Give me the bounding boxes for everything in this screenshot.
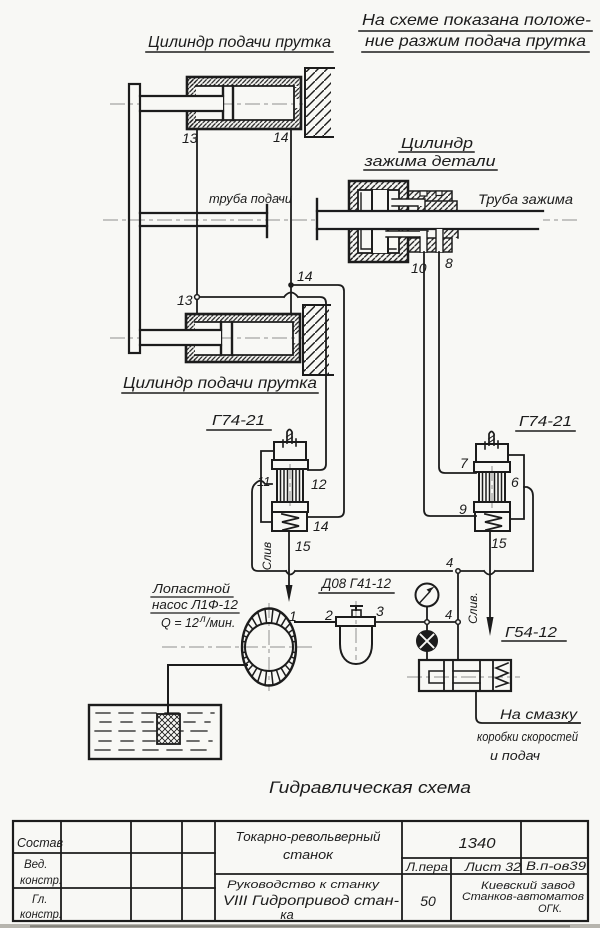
svg-text:8: 8: [445, 255, 453, 271]
svg-text:3: 3: [376, 603, 384, 619]
svg-text:Цилиндр подачи прутка: Цилиндр подачи прутка: [123, 375, 317, 392]
svg-text:Труба зажима: Труба зажима: [478, 191, 573, 207]
svg-text:50: 50: [420, 893, 436, 909]
svg-text:4: 4: [446, 555, 453, 570]
svg-text:Киевский завод: Киевский завод: [481, 880, 575, 892]
svg-text:Л.пера: Л.пера: [405, 862, 448, 874]
svg-text:Д08 Г41-12: Д08 Г41-12: [320, 576, 391, 591]
svg-text:14: 14: [273, 129, 289, 145]
svg-text:станок: станок: [283, 847, 334, 862]
svg-text:2: 2: [324, 607, 333, 623]
svg-text:Цилиндр: Цилиндр: [401, 135, 473, 152]
svg-text:VIII Гидропривод стан-: VIII Гидропривод стан-: [223, 893, 400, 908]
svg-text:Состав: Состав: [17, 836, 63, 850]
svg-text:труба подачи: труба подачи: [209, 191, 292, 206]
svg-text:Гл.: Гл.: [32, 894, 47, 906]
svg-text:Станков-автоматов: Станков-автоматов: [462, 891, 584, 903]
svg-text:7: 7: [460, 455, 469, 471]
svg-text:6: 6: [511, 474, 519, 490]
svg-text:В.п-ов39: В.п-ов39: [526, 861, 587, 873]
svg-text:ОГК.: ОГК.: [538, 903, 562, 915]
svg-text:15: 15: [491, 535, 507, 551]
svg-text:9: 9: [459, 501, 467, 517]
svg-text:Г74-21: Г74-21: [519, 413, 572, 430]
svg-text:15: 15: [295, 538, 311, 554]
svg-text:13: 13: [182, 130, 198, 146]
svg-text:Гидравлическая схема: Гидравлическая схема: [269, 778, 471, 797]
svg-text:Руководство к станку: Руководство к станку: [227, 879, 381, 891]
svg-text:14: 14: [313, 518, 329, 534]
svg-text:ние разжим подача прутка: ние разжим подача прутка: [365, 33, 586, 50]
svg-text:Слив.: Слив.: [466, 592, 480, 624]
svg-text:Токарно-револьверный: Токарно-револьверный: [236, 829, 381, 844]
svg-text:На смазку: На смазку: [500, 706, 578, 722]
svg-text:констр.: констр.: [20, 909, 62, 921]
svg-text:/мин.: /мин.: [205, 616, 235, 630]
svg-text:Q = 12: Q = 12: [161, 616, 199, 630]
svg-text:1340: 1340: [459, 835, 497, 852]
svg-text:11: 11: [257, 474, 271, 489]
svg-text:Лопастной: Лопастной: [152, 582, 230, 596]
svg-text:ка: ка: [280, 907, 293, 922]
svg-text:1: 1: [289, 608, 297, 624]
svg-text:12: 12: [311, 476, 327, 492]
svg-text:14: 14: [297, 268, 313, 284]
svg-text:насос Л1Ф-12: насос Л1Ф-12: [152, 598, 238, 612]
svg-text:зажима детали: зажима детали: [363, 153, 496, 170]
svg-text:На схеме показана положе-: На схеме показана положе-: [362, 12, 591, 29]
svg-text:4: 4: [445, 607, 452, 622]
svg-text:Вед.: Вед.: [24, 859, 48, 871]
svg-text:Г54-12: Г54-12: [505, 625, 557, 641]
svg-text:Цилиндр подачи прутка: Цилиндр подачи прутка: [148, 34, 331, 51]
svg-text:л: л: [199, 614, 206, 625]
svg-text:10: 10: [411, 260, 427, 276]
svg-text:Лист 32: Лист 32: [464, 860, 522, 874]
svg-text:коробки скоростей: коробки скоростей: [477, 730, 578, 744]
svg-text:констр.: констр.: [20, 875, 62, 887]
svg-text:Слив: Слив: [260, 542, 274, 570]
svg-text:и подач: и подач: [490, 749, 541, 763]
svg-text:Г74-21: Г74-21: [212, 412, 265, 429]
svg-text:13: 13: [177, 292, 193, 308]
